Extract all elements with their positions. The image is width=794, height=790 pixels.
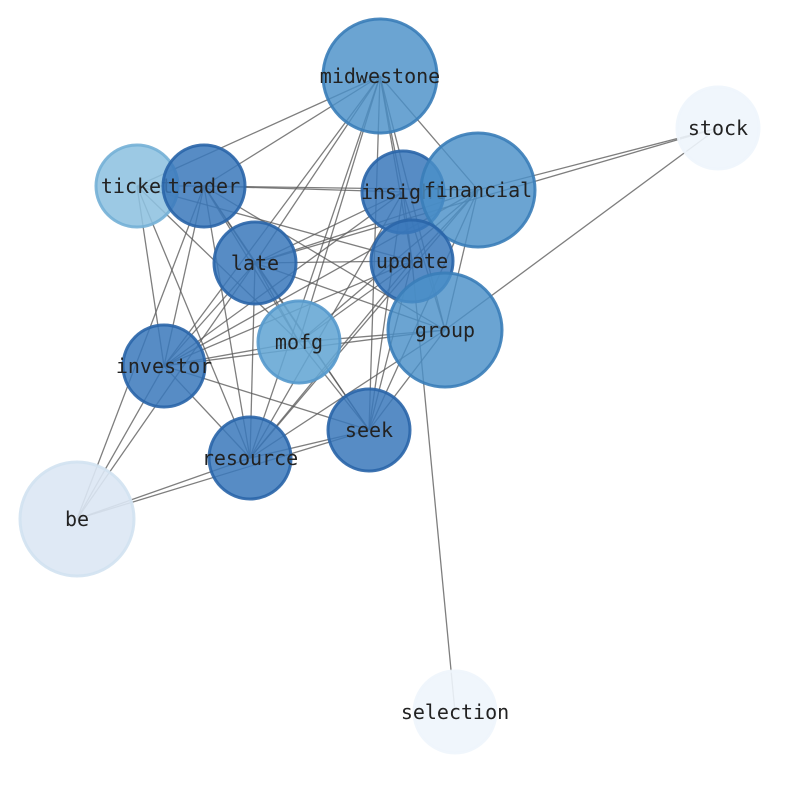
node-circle-late: [212, 220, 298, 306]
node-midwestone: midwestone: [320, 17, 440, 135]
node-mofg: mofg: [256, 299, 342, 385]
node-label-midwestone: midwestone: [320, 64, 440, 88]
node-circle-seek: [326, 387, 412, 473]
node-circle-be: [18, 460, 136, 578]
node-financial: financial: [419, 131, 537, 249]
edge-trader-resource: [203, 185, 251, 459]
node-label-financial: financial: [424, 178, 532, 202]
node-label-selection: selection: [401, 700, 509, 724]
node-label-stock: stock: [688, 116, 748, 140]
node-label-investor: investor: [116, 354, 212, 378]
node-label-mofg: mofg: [275, 330, 323, 354]
node-circle-financial: [419, 131, 537, 249]
edge-ticket-resource: [136, 185, 251, 459]
node-label-trader: trader: [168, 174, 240, 198]
node-circle-investor: [121, 323, 207, 409]
node-be: be: [18, 460, 136, 578]
node-circle-selection: [412, 669, 498, 755]
node-resource: resource: [202, 415, 298, 501]
node-selection: selection: [401, 669, 509, 755]
node-label-be: be: [65, 507, 89, 531]
edge-midwestone-investor: [163, 75, 381, 367]
node-group: group: [386, 271, 504, 389]
node-circle-trader: [161, 143, 247, 229]
node-label-resource: resource: [202, 446, 298, 470]
node-late: late: [212, 220, 298, 306]
node-circle-midwestone: [321, 17, 439, 135]
node-label-seek: seek: [345, 418, 393, 442]
node-investor: investor: [116, 323, 212, 409]
node-seek: seek: [326, 387, 412, 473]
node-circle-stock: [675, 85, 761, 171]
edge-midwestone-resource: [249, 75, 381, 459]
node-circle-group: [386, 271, 504, 389]
node-label-update: update: [376, 249, 448, 273]
node-stock: stock: [675, 85, 761, 171]
node-circle-resource: [207, 415, 293, 501]
node-label-late: late: [231, 251, 279, 275]
node-trader: trader: [161, 143, 247, 229]
node-circle-mofg: [256, 299, 342, 385]
node-label-ticket: ticket: [101, 174, 173, 198]
node-label-group: group: [415, 318, 475, 342]
